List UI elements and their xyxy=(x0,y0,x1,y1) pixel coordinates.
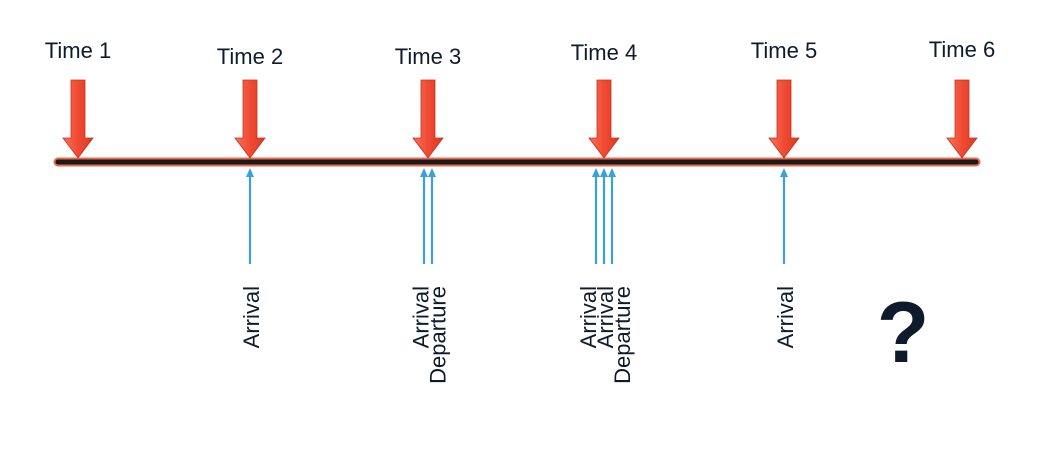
event-label-departure: Departure xyxy=(426,286,451,384)
time-label-6: Time 6 xyxy=(929,37,995,62)
red-down-arrow-icon xyxy=(62,79,94,159)
blue-up-arrow-icon xyxy=(428,168,436,177)
event-label-departure: Departure xyxy=(610,286,635,384)
event-label-arrival: Arrival xyxy=(576,286,601,348)
unknown-question-mark: ? xyxy=(877,285,930,381)
time-marker-4: Time 4 xyxy=(571,40,637,159)
time-marker-6: Time 6 xyxy=(929,37,995,159)
time-label-1: Time 1 xyxy=(45,38,111,63)
event-arrows xyxy=(246,168,788,264)
event-arrow xyxy=(608,168,616,264)
blue-up-arrow-icon xyxy=(246,168,254,177)
event-arrow xyxy=(600,168,608,264)
time-marker-1: Time 1 xyxy=(45,38,111,159)
time-label-4: Time 4 xyxy=(571,40,637,65)
time-marker-3: Time 3 xyxy=(395,44,461,159)
event-arrow xyxy=(592,168,600,264)
event-label-arrival: Arrival xyxy=(409,286,434,348)
blue-up-arrow-icon xyxy=(600,168,608,177)
blue-up-arrow-icon xyxy=(592,168,600,177)
red-down-arrow-icon xyxy=(946,79,978,159)
time-marker-5: Time 5 xyxy=(751,38,817,159)
blue-up-arrow-icon xyxy=(420,168,428,177)
time-label-2: Time 2 xyxy=(217,44,283,69)
event-arrow xyxy=(246,168,254,264)
time-markers: Time 1 Time 2 Time 3 Time 4 Time 5 Time 6 xyxy=(45,37,995,159)
event-arrow xyxy=(428,168,436,264)
blue-up-arrow-icon xyxy=(608,168,616,177)
time-label-5: Time 5 xyxy=(751,38,817,63)
time-marker-2: Time 2 xyxy=(217,44,283,159)
red-down-arrow-icon xyxy=(588,79,620,159)
blue-up-arrow-icon xyxy=(780,168,788,177)
event-label-arrival: Arrival xyxy=(239,286,264,348)
event-label-arrival: Arrival xyxy=(593,286,618,348)
red-down-arrow-icon xyxy=(768,79,800,159)
event-arrow xyxy=(420,168,428,264)
event-arrow xyxy=(780,168,788,264)
event-label-arrival: Arrival xyxy=(773,286,798,348)
time-label-3: Time 3 xyxy=(395,44,461,69)
red-down-arrow-icon xyxy=(234,79,266,159)
red-down-arrow-icon xyxy=(412,79,444,159)
